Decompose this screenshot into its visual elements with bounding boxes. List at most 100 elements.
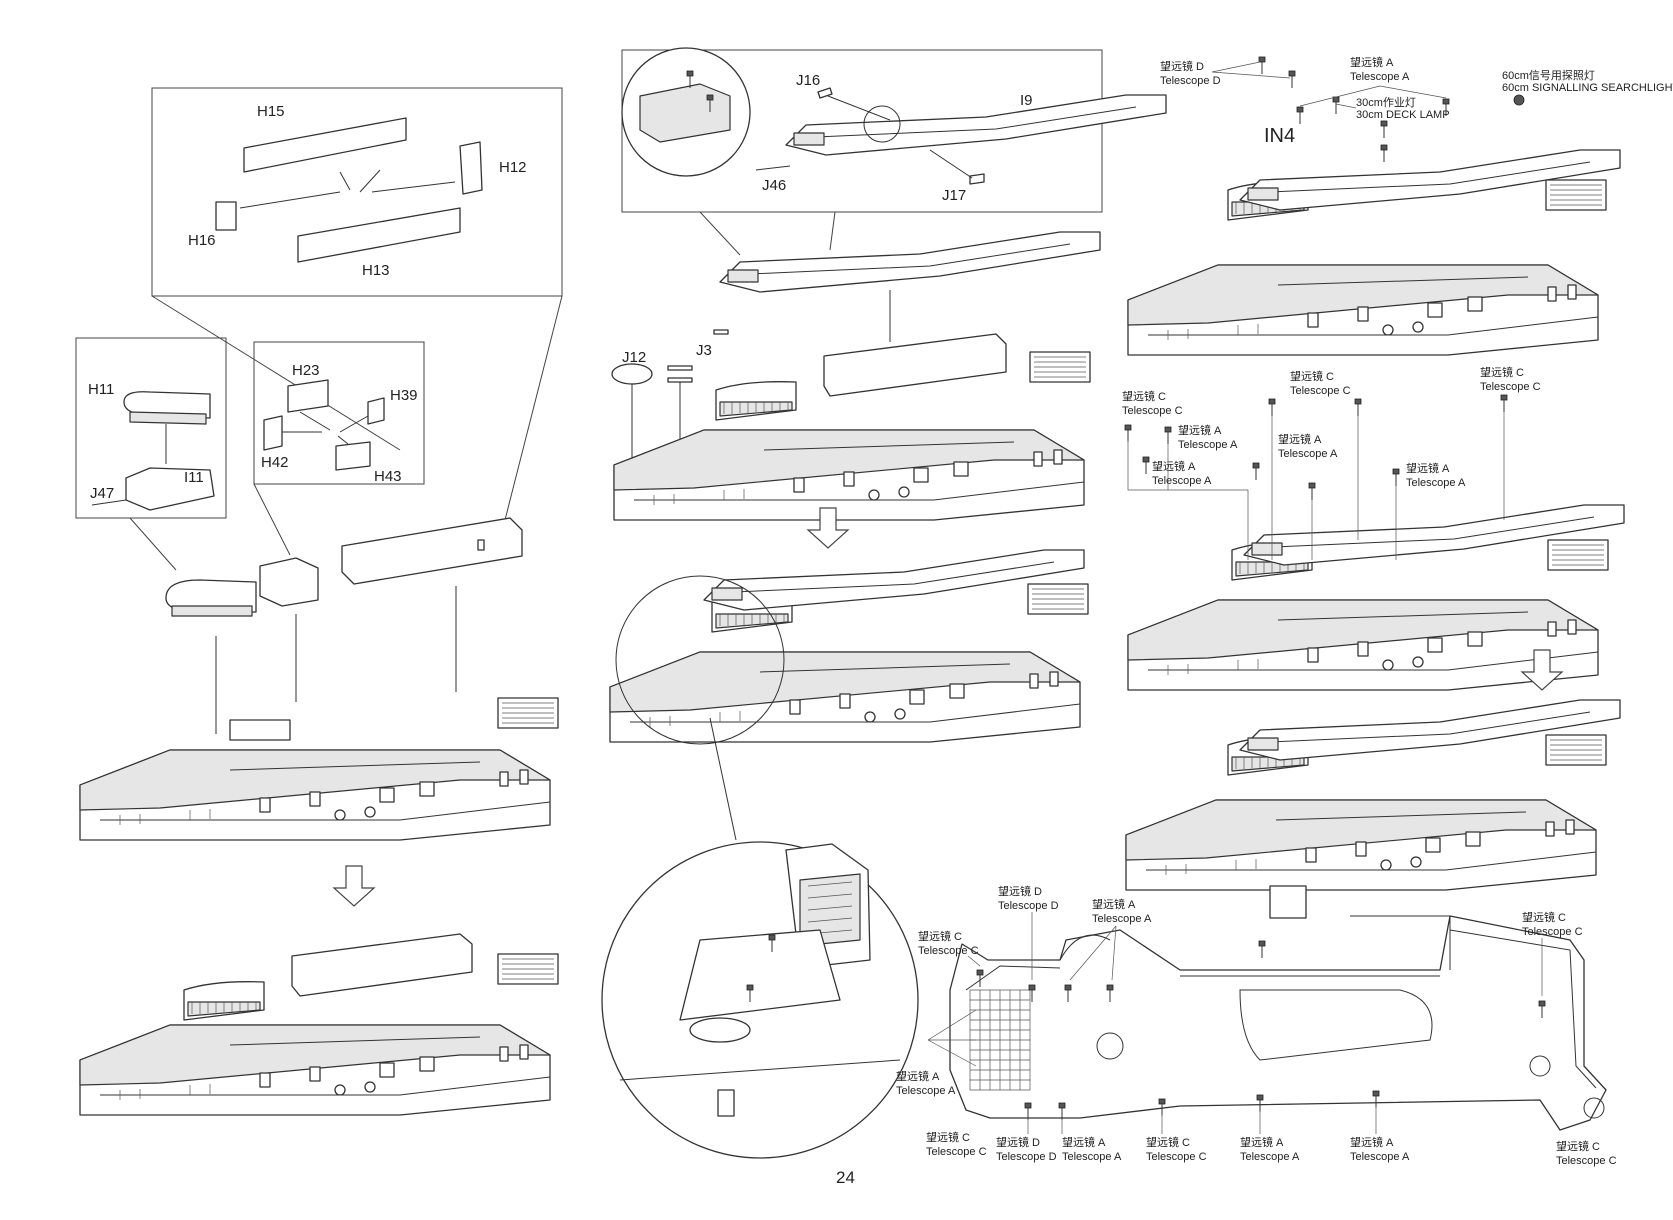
part-h23-loose [259, 557, 319, 607]
svg-text:H23: H23 [292, 362, 320, 379]
telescope-pins-top [1258, 56, 1525, 163]
svg-text:Telescope D: Telescope D [1160, 75, 1221, 87]
deck-loose [719, 231, 1101, 293]
part-h39: H39 [367, 387, 418, 425]
svg-text:J17: J17 [942, 187, 966, 204]
svg-text:望远镜 A: 望远镜 A [1350, 55, 1394, 69]
svg-text:J16: J16 [796, 72, 820, 89]
middle-hull-2 [609, 549, 1089, 745]
callout-box-h23 [253, 341, 425, 556]
svg-text:Telescope C: Telescope C [1122, 405, 1183, 417]
svg-text:Telescope A: Telescope A [1278, 448, 1338, 460]
part-h43: H43 [335, 441, 402, 485]
part-h15: H15 [243, 103, 407, 173]
callout-telescope-d-top: 望远镜 D Telescope D [1160, 59, 1291, 87]
svg-text:Telescope C: Telescope C [1290, 385, 1351, 397]
svg-text:望远镜 C: 望远镜 C [1122, 389, 1166, 403]
callout-mid-a4: 望远镜 A Telescope A [1406, 461, 1466, 489]
right-hull-3 [1125, 699, 1621, 891]
part-h16: H16 [188, 201, 237, 249]
callout-plan-d-b: 望远镜 D Telescope D [996, 1118, 1057, 1163]
svg-text:Telescope A: Telescope A [1062, 1151, 1122, 1163]
callout-plan-a-b1: 望远镜 A Telescope A [1061, 1118, 1122, 1163]
callout-plan-a-b2: 望远镜 A Telescope A [1240, 1110, 1300, 1163]
svg-text:60cm信号用探照灯: 60cm信号用探照灯 [1502, 69, 1595, 82]
svg-text:I9: I9 [1020, 92, 1033, 109]
svg-text:H13: H13 [362, 262, 390, 279]
callout-telescope-a-top: 望远镜 A Telescope A [1299, 55, 1447, 107]
svg-text:H16: H16 [188, 232, 216, 249]
callout-plan-a-b3: 望远镜 A Telescope A [1350, 1106, 1410, 1163]
svg-text:望远镜 A: 望远镜 A [1240, 1135, 1284, 1149]
svg-text:Telescope A: Telescope A [1178, 439, 1238, 451]
callout-mid-a1: 望远镜 A Telescope A [1178, 423, 1238, 451]
part-h12: H12 [459, 141, 527, 195]
svg-text:望远镜 A: 望远镜 A [1278, 432, 1322, 446]
svg-text:望远镜 D: 望远镜 D [1160, 59, 1204, 73]
svg-text:望远镜 C: 望远镜 C [1480, 365, 1524, 379]
svg-text:Telescope A: Telescope A [1240, 1151, 1300, 1163]
callout-searchlight: 60cm信号用探照灯 60cm SIGNALLING SEARCHLIGHT [1502, 69, 1673, 94]
svg-text:望远镜 A: 望远镜 A [1406, 461, 1450, 475]
svg-text:望远镜 A: 望远镜 A [1062, 1135, 1106, 1149]
svg-text:H12: H12 [499, 159, 527, 176]
part-h11-loose [165, 579, 257, 617]
svg-text:J46: J46 [762, 177, 786, 194]
svg-text:I11: I11 [184, 469, 204, 486]
callout-mid-a3: 望远镜 A Telescope A [1278, 432, 1338, 460]
part-j46: J46 [755, 165, 791, 194]
svg-text:望远镜 A: 望远镜 A [1350, 1135, 1394, 1149]
svg-text:望远镜 C: 望远镜 C [1146, 1135, 1190, 1149]
svg-text:Telescope A: Telescope A [1406, 477, 1466, 489]
middle-hull-1 [613, 333, 1091, 521]
part-h13: H13 [297, 207, 461, 279]
svg-text:Telescope A: Telescope A [1092, 913, 1152, 925]
page-number: 24 [836, 1168, 855, 1187]
callout-plan-a-left: 望远镜 A Telescope A [896, 1009, 977, 1097]
svg-text:望远镜 C: 望远镜 C [1522, 910, 1566, 924]
svg-text:J3: J3 [696, 342, 712, 359]
callout-mid-c2: 望远镜 C Telescope C [1290, 369, 1351, 397]
svg-text:H15: H15 [257, 103, 285, 120]
left-hull-2 [79, 933, 559, 1116]
svg-text:H42: H42 [261, 454, 289, 471]
callout-mid-a2: 望远镜 A Telescope A [1152, 459, 1212, 487]
part-i9: I9 [785, 92, 1167, 156]
svg-text:30cm DECK LAMP: 30cm DECK LAMP [1356, 109, 1450, 121]
callout-plan-c-b3: 望远镜 C Telescope C [1556, 1139, 1617, 1167]
callout-plan-c-b1: 望远镜 C Telescope C [926, 1130, 987, 1158]
svg-text:望远镜 A: 望远镜 A [1178, 423, 1222, 437]
svg-text:Telescope A: Telescope A [1152, 475, 1212, 487]
step-arrow-left [333, 865, 375, 907]
svg-text:Telescope C: Telescope C [1480, 381, 1541, 393]
svg-text:30cm作业灯: 30cm作业灯 [1356, 96, 1416, 109]
callout-box-h-parts [151, 87, 563, 521]
svg-text:Telescope C: Telescope C [1146, 1151, 1207, 1163]
callout-plan-c-left: 望远镜 C Telescope C [918, 929, 981, 967]
svg-text:Telescope C: Telescope C [926, 1146, 987, 1158]
callout-deck-lamp: 30cm作业灯 30cm DECK LAMP [1335, 96, 1450, 121]
svg-text:望远镜 C: 望远镜 C [1556, 1139, 1600, 1153]
svg-text:Telescope A: Telescope A [1350, 71, 1410, 83]
part-i11: I11 [125, 467, 215, 511]
part-h23: H23 [287, 362, 329, 413]
svg-text:Telescope D: Telescope D [996, 1151, 1057, 1163]
part-h42: H42 [261, 415, 289, 471]
svg-text:60cm SIGNALLING SEARCHLIGHT: 60cm SIGNALLING SEARCHLIGHT [1502, 82, 1673, 94]
part-j17: J17 [929, 149, 985, 204]
callout-plan-c-right: 望远镜 C Telescope C [1522, 910, 1583, 996]
zoom-circle-bottom [601, 841, 919, 1159]
svg-text:J47: J47 [90, 485, 114, 502]
zoom-circle-top [621, 47, 751, 177]
callout-mid-c3: 望远镜 C Telescope C [1480, 365, 1541, 393]
callout-mid-c1: 望远镜 C Telescope C [1122, 389, 1183, 417]
svg-text:H11: H11 [88, 381, 114, 398]
svg-text:望远镜 A: 望远镜 A [896, 1069, 940, 1083]
svg-text:Telescope A: Telescope A [1350, 1151, 1410, 1163]
svg-text:J12: J12 [622, 349, 646, 366]
svg-text:Telescope A: Telescope A [896, 1085, 956, 1097]
svg-text:H39: H39 [390, 387, 418, 404]
callout-plan-d-top: 望远镜 D Telescope D [998, 884, 1059, 980]
callout-box-h11 [75, 337, 227, 571]
